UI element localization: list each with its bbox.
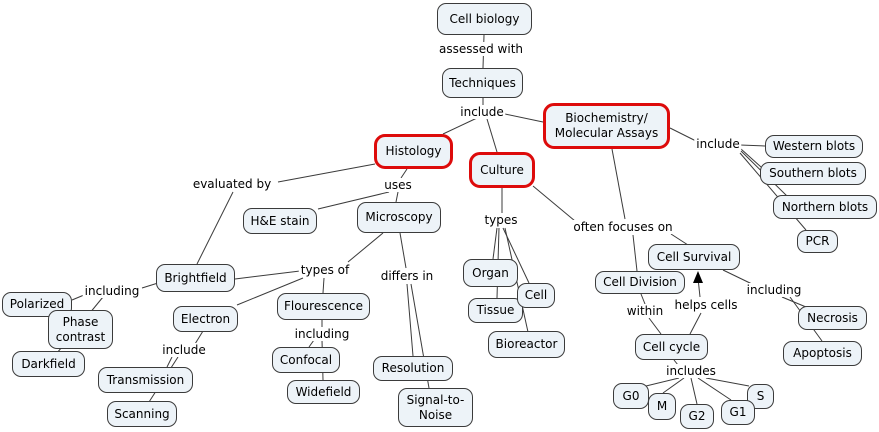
edge-including-2--confocal — [308, 339, 315, 348]
node-scanning[interactable]: Scanning — [107, 401, 177, 427]
node-pcr[interactable]: PCR — [797, 230, 838, 253]
edge-uses--he-stain — [317, 191, 390, 210]
edge-includes--g0 — [645, 377, 680, 387]
edge-within--cell-cycle — [648, 317, 662, 335]
node-g0[interactable]: G0 — [613, 383, 649, 409]
node-organ[interactable]: Organ — [463, 259, 518, 287]
node-bioreactor[interactable]: Bioreactor — [488, 331, 565, 358]
edge-includes--s — [705, 377, 750, 387]
node-phase-contrast[interactable]: Phase contrast — [48, 310, 113, 349]
edge-histology--evaluated-by — [277, 163, 376, 183]
edge-evaluated-by--brightfield — [196, 191, 234, 265]
link-label-helps-cells[interactable]: helps cells — [672, 298, 740, 312]
edge-cell-cycle--helps-cells — [689, 312, 702, 335]
node-cell-cycle[interactable]: Cell cycle — [635, 334, 708, 360]
node-g1[interactable]: G1 — [721, 400, 755, 425]
edge-include-1--biochem-molecular-assays — [504, 113, 544, 123]
edge-includes--g2 — [690, 377, 698, 405]
link-label-include-3[interactable]: include — [694, 137, 742, 151]
node-tissue[interactable]: Tissue — [468, 298, 523, 323]
node-widefield[interactable]: Widefield — [287, 380, 360, 404]
edge-uses--microscopy — [395, 191, 399, 203]
node-histology[interactable]: Histology — [374, 134, 453, 169]
node-biochem-molecular-assays[interactable]: Biochemistry/ Molecular Assays — [543, 103, 670, 149]
edge-microscopy--differs-in — [399, 232, 407, 269]
link-label-include-2[interactable]: include — [160, 343, 208, 357]
node-polarized[interactable]: Polarized — [2, 292, 72, 317]
link-label-differs-in[interactable]: differs in — [378, 269, 436, 283]
edge-biochem-molecular-assays--include-3 — [669, 127, 697, 142]
edge-histology--uses — [400, 168, 408, 179]
edge-microscopy--types-of — [347, 232, 384, 263]
edge-often-focuses-on--cell-survival — [670, 233, 689, 246]
node-cell-survival[interactable]: Cell Survival — [648, 244, 740, 270]
link-label-types-of[interactable]: types of — [298, 263, 352, 277]
node-necrosis[interactable]: Necrosis — [798, 306, 867, 330]
edge-include-3--western-blots — [739, 144, 766, 147]
edge-cell-survival--including-3 — [722, 269, 753, 285]
node-darkfield[interactable]: Darkfield — [12, 351, 85, 377]
edge-include-1--histology — [442, 117, 478, 135]
node-electron[interactable]: Electron — [173, 306, 238, 332]
edge-biochem-molecular-assays--often-focuses-on — [611, 148, 626, 220]
edge-differs-in--resolution — [406, 283, 414, 357]
edge-include-1--culture — [486, 118, 498, 153]
link-label-including-3[interactable]: including — [744, 283, 804, 297]
node-signal-to-noise[interactable]: Signal-to- Noise — [398, 388, 473, 427]
link-label-often-focuses-on[interactable]: often focuses on — [571, 220, 675, 234]
edge-types-of--electron — [236, 277, 304, 306]
link-label-including-1[interactable]: including — [82, 284, 142, 298]
node-microscopy[interactable]: Microscopy — [357, 202, 441, 233]
node-western-blots[interactable]: Western blots — [765, 135, 863, 158]
node-brightfield[interactable]: Brightfield — [156, 264, 235, 292]
edge-include-3--southern-blots — [740, 148, 762, 168]
node-northern-blots[interactable]: Northern blots — [773, 195, 877, 219]
edge-includes--m — [662, 377, 685, 394]
node-southern-blots[interactable]: Southern blots — [760, 162, 866, 185]
link-label-types[interactable]: types — [482, 213, 520, 227]
link-label-within[interactable]: within — [624, 304, 666, 318]
node-flourescence[interactable]: Flourescence — [277, 293, 370, 320]
node-m[interactable]: M — [648, 393, 676, 420]
node-transmission[interactable]: Transmission — [98, 367, 193, 393]
edge-types--organ — [492, 227, 498, 260]
node-techniques[interactable]: Techniques — [442, 68, 523, 98]
edge-types-of--flourescence — [322, 277, 325, 294]
node-confocal[interactable]: Confocal — [272, 347, 340, 373]
edge-often-focuses-on--cell-division — [632, 234, 638, 272]
edge-includes--g1 — [697, 377, 732, 401]
node-cell-biology[interactable]: Cell biology — [437, 3, 532, 35]
edge-electron--include-2 — [194, 330, 204, 345]
node-cell[interactable]: Cell — [517, 283, 555, 308]
link-label-assessed-with[interactable]: assessed with — [436, 42, 526, 56]
edge-brightfield--including-1 — [141, 282, 159, 289]
link-label-including-2[interactable]: including — [292, 327, 352, 341]
edge-include-2--transmission — [166, 356, 173, 368]
node-resolution[interactable]: Resolution — [373, 356, 453, 381]
edge-including-1--polarized — [71, 294, 85, 301]
edge-culture--often-focuses-on — [532, 185, 576, 222]
link-label-include-1[interactable]: include — [458, 105, 506, 119]
node-he-stain[interactable]: H&E stain — [243, 208, 317, 234]
edge-cell-division--within — [640, 293, 646, 305]
node-apoptosis[interactable]: Apoptosis — [783, 341, 862, 366]
link-label-uses[interactable]: uses — [382, 178, 414, 192]
link-label-includes[interactable]: includes — [664, 364, 718, 378]
link-label-evaluated-by[interactable]: evaluated by — [190, 177, 274, 191]
arrowhead-icon — [693, 271, 703, 283]
node-s[interactable]: S — [747, 384, 774, 409]
edge-types-of--brightfield — [234, 270, 301, 280]
node-g2[interactable]: G2 — [680, 404, 714, 429]
node-culture[interactable]: Culture — [469, 152, 535, 188]
node-cell-division[interactable]: Cell Division — [595, 271, 685, 294]
